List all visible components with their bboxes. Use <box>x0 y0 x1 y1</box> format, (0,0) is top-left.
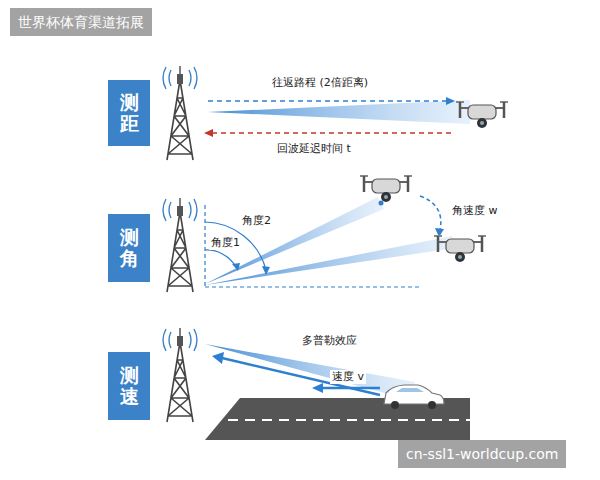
watermark-banner: 世界杯体育渠道拓展 <box>10 8 152 36</box>
delay-label: 回波延迟时间 t <box>275 142 353 156</box>
mode-tile: 测距 <box>108 80 150 146</box>
tile-text: 测距 <box>120 92 139 134</box>
range-label: 往返路程 (2倍距离) <box>270 76 370 90</box>
angle-label: 角度2 <box>240 214 273 228</box>
mode-tile: 测速 <box>108 352 150 420</box>
tile-text: 测速 <box>120 365 139 407</box>
speed-label: 速度 v <box>330 370 366 384</box>
angle-label: 角度1 <box>209 236 242 250</box>
watermark-url: cn-ssl1-worldcup.com <box>398 440 566 468</box>
mode-tile: 测角 <box>108 214 150 282</box>
tile-text: 测角 <box>120 227 139 269</box>
angular-speed-label: 角速度 w <box>450 204 500 218</box>
doppler-label: 多普勒效应 <box>300 334 359 348</box>
